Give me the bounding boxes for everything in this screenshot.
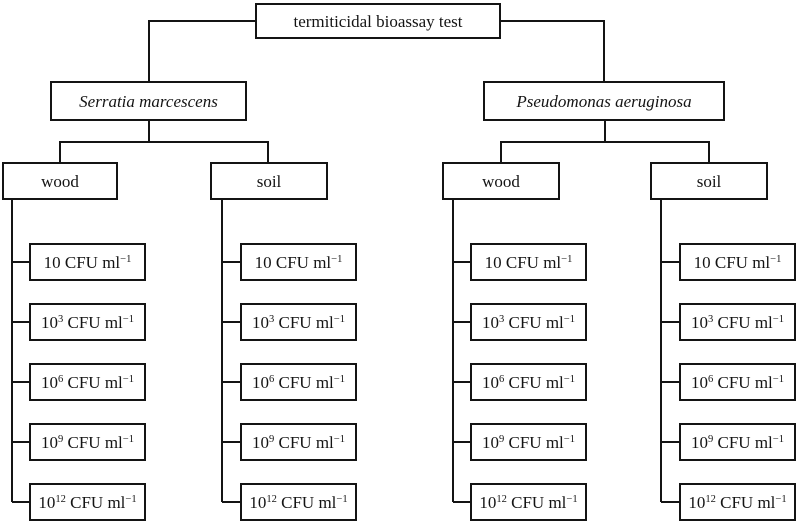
concentration-label: 103 CFU ml−1 [40, 312, 134, 332]
connector-root-to-serratia [148, 20, 255, 81]
substrate-node-pseudomonas-soil: soil [650, 162, 768, 200]
concentration-node: 103 CFU ml−1 [679, 303, 796, 341]
concentration-node: 109 CFU ml−1 [470, 423, 587, 461]
concentration-node: 109 CFU ml−1 [29, 423, 146, 461]
concentration-label: 10 CFU ml−1 [254, 252, 343, 272]
species-node-pseudomonas: Pseudomonas aeruginosa [483, 81, 725, 121]
concentration-node: 1012 CFU ml−1 [240, 483, 357, 521]
species-label-serratia: Serratia marcescens [79, 91, 218, 111]
concentration-node: 10 CFU ml−1 [679, 243, 796, 281]
connector-pseudomonas-to-substrates [500, 121, 710, 162]
dose-column-serratia-soil: 10 CFU ml−1 103 CFU ml−1 106 CFU ml−1 109 C… [240, 243, 357, 521]
concentration-label: 10 CFU ml−1 [484, 252, 573, 272]
concentration-node: 109 CFU ml−1 [679, 423, 796, 461]
concentration-node: 103 CFU ml−1 [240, 303, 357, 341]
concentration-label: 109 CFU ml−1 [251, 432, 345, 452]
concentration-label: 10 CFU ml−1 [43, 252, 132, 272]
substrate-node-pseudomonas-wood: wood [442, 162, 560, 200]
concentration-node: 106 CFU ml−1 [679, 363, 796, 401]
concentration-label: 103 CFU ml−1 [251, 312, 345, 332]
concentration-label: 109 CFU ml−1 [690, 432, 784, 452]
concentration-node: 109 CFU ml−1 [240, 423, 357, 461]
concentration-node: 10 CFU ml−1 [470, 243, 587, 281]
connector-serratia-wood-doses [11, 200, 29, 503]
substrate-label-soil: soil [256, 171, 282, 191]
concentration-node: 1012 CFU ml−1 [470, 483, 587, 521]
concentration-label: 106 CFU ml−1 [40, 372, 134, 392]
concentration-node: 10 CFU ml−1 [240, 243, 357, 281]
concentration-node: 106 CFU ml−1 [29, 363, 146, 401]
root-node: termiticidal bioassay test [255, 3, 501, 39]
concentration-node: 1012 CFU ml−1 [679, 483, 796, 521]
concentration-label: 103 CFU ml−1 [690, 312, 784, 332]
concentration-node: 106 CFU ml−1 [240, 363, 357, 401]
concentration-label: 1012 CFU ml−1 [479, 492, 578, 512]
concentration-node: 1012 CFU ml−1 [29, 483, 146, 521]
species-node-serratia: Serratia marcescens [50, 81, 247, 121]
concentration-node: 103 CFU ml−1 [29, 303, 146, 341]
concentration-label: 106 CFU ml−1 [690, 372, 784, 392]
connector-serratia-soil-doses [221, 200, 240, 503]
substrate-node-serratia-wood: wood [2, 162, 118, 200]
concentration-label: 103 CFU ml−1 [481, 312, 575, 332]
connector-serratia-to-substrates [59, 121, 269, 162]
concentration-label: 1012 CFU ml−1 [249, 492, 348, 512]
root-label: termiticidal bioassay test [293, 11, 463, 31]
concentration-label: 109 CFU ml−1 [481, 432, 575, 452]
substrate-label-soil: soil [696, 171, 722, 191]
concentration-label: 10 CFU ml−1 [693, 252, 782, 272]
substrate-node-serratia-soil: soil [210, 162, 328, 200]
concentration-label: 106 CFU ml−1 [481, 372, 575, 392]
concentration-node: 103 CFU ml−1 [470, 303, 587, 341]
concentration-label: 109 CFU ml−1 [40, 432, 134, 452]
connector-root-to-pseudomonas [501, 20, 605, 81]
concentration-label: 1012 CFU ml−1 [688, 492, 787, 512]
connector-pseudomonas-wood-doses [452, 200, 470, 503]
dose-column-pseudomonas-soil: 10 CFU ml−1 103 CFU ml−1 106 CFU ml−1 109 C… [679, 243, 796, 521]
concentration-label: 1012 CFU ml−1 [38, 492, 137, 512]
dose-column-pseudomonas-wood: 10 CFU ml−1 103 CFU ml−1 106 CFU ml−1 109 C… [470, 243, 587, 521]
connector-pseudomonas-soil-doses [660, 200, 679, 503]
substrate-label-wood: wood [482, 171, 520, 191]
concentration-label: 106 CFU ml−1 [251, 372, 345, 392]
concentration-node: 10 CFU ml−1 [29, 243, 146, 281]
dose-column-serratia-wood: 10 CFU ml−1 103 CFU ml−1 106 CFU ml−1 109 C… [29, 243, 146, 521]
substrate-label-wood: wood [41, 171, 79, 191]
concentration-node: 106 CFU ml−1 [470, 363, 587, 401]
species-label-pseudomonas: Pseudomonas aeruginosa [516, 91, 692, 111]
